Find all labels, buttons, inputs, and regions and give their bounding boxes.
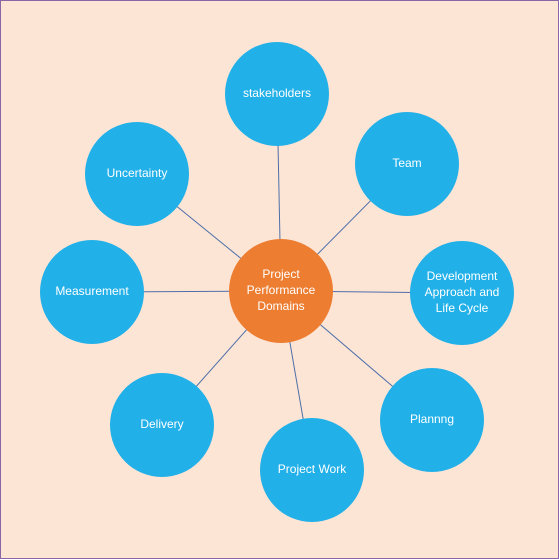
node-measurement: Measurement: [40, 240, 144, 344]
node-circle-measurement: [40, 240, 144, 344]
node-delivery: Delivery: [110, 373, 214, 477]
node-project-work: Project Work: [260, 418, 364, 522]
node-stakeholders: stakeholders: [225, 42, 329, 146]
center-node-circle: [229, 239, 333, 343]
node-label-planning: Plannng: [410, 412, 454, 426]
node-team: Team: [355, 112, 459, 216]
node-circle-development-approach: [410, 241, 514, 345]
center-node-label: Performance: [247, 283, 316, 297]
node-circle-stakeholders: [225, 42, 329, 146]
node-circle-planning: [380, 368, 484, 472]
node-label-delivery: Delivery: [140, 417, 183, 431]
node-circle-project-work: [260, 418, 364, 522]
node-circle-team: [355, 112, 459, 216]
node-circle-delivery: [110, 373, 214, 477]
node-label-project-work: Project Work: [278, 462, 347, 476]
node-planning: Plannng: [380, 368, 484, 472]
node-label-development-approach: Development: [427, 269, 498, 283]
node-label-team: Team: [392, 156, 421, 170]
node-label-uncertainty: Uncertainty: [107, 166, 168, 180]
node-label-stakeholders: stakeholders: [243, 86, 311, 100]
node-circle-uncertainty: [85, 122, 189, 226]
center-node-label: Project: [262, 267, 300, 281]
node-label-development-approach: Approach and: [425, 285, 500, 299]
node-label-measurement: Measurement: [55, 284, 129, 298]
node-label-development-approach: Life Cycle: [436, 301, 489, 315]
node-uncertainty: Uncertainty: [85, 122, 189, 226]
center-node-label: Domains: [257, 299, 304, 313]
